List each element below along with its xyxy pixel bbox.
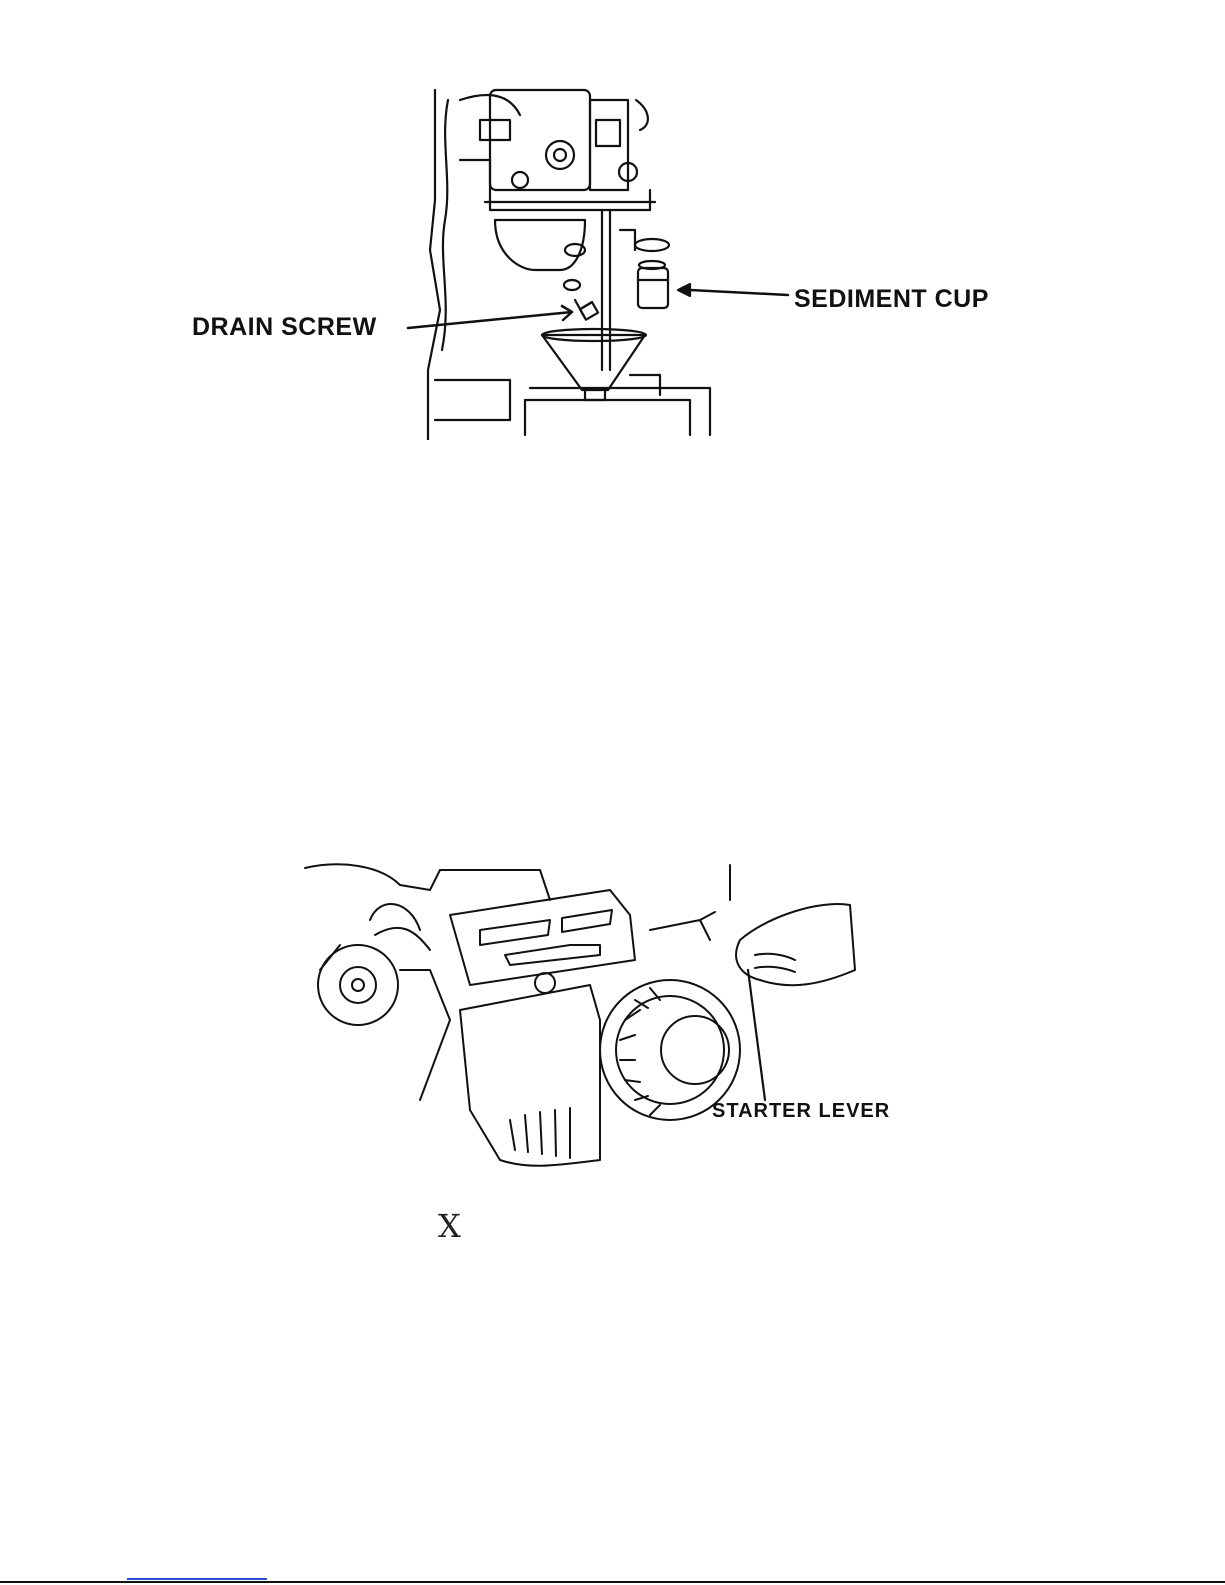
x-glyph: X	[438, 1207, 461, 1245]
sediment-cup-label: SEDIMENT CUP	[794, 285, 989, 314]
starter-lever-label: STARTER LEVER	[712, 1100, 890, 1123]
footer-rule	[0, 1581, 1225, 1583]
carburetor-figure	[190, 80, 1030, 440]
starter-figure	[300, 860, 920, 1180]
footer-link-underline[interactable]	[127, 1578, 267, 1580]
engine-starter-illustration	[300, 860, 920, 1180]
carburetor-illustration	[190, 80, 1030, 440]
drain-screw-label: DRAIN SCREW	[192, 313, 377, 342]
